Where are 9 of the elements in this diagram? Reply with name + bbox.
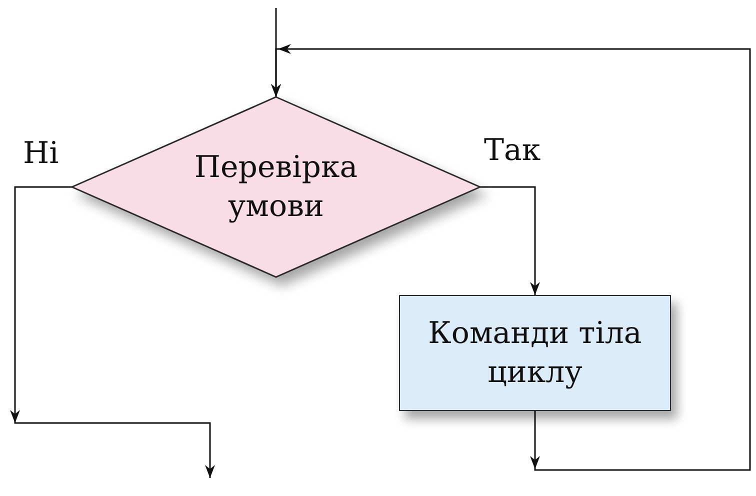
arrow	[480, 186, 540, 295]
edge-label: Так	[484, 133, 541, 169]
node-text: Команди тіла циклу	[427, 315, 643, 392]
arrow	[271, 44, 751, 471]
edge-label: Ні	[23, 136, 59, 172]
decision-diamond	[72, 97, 480, 277]
node-text: Перевірка умови	[193, 149, 359, 226]
process-box	[399, 295, 671, 411]
arrow	[10, 186, 215, 478]
